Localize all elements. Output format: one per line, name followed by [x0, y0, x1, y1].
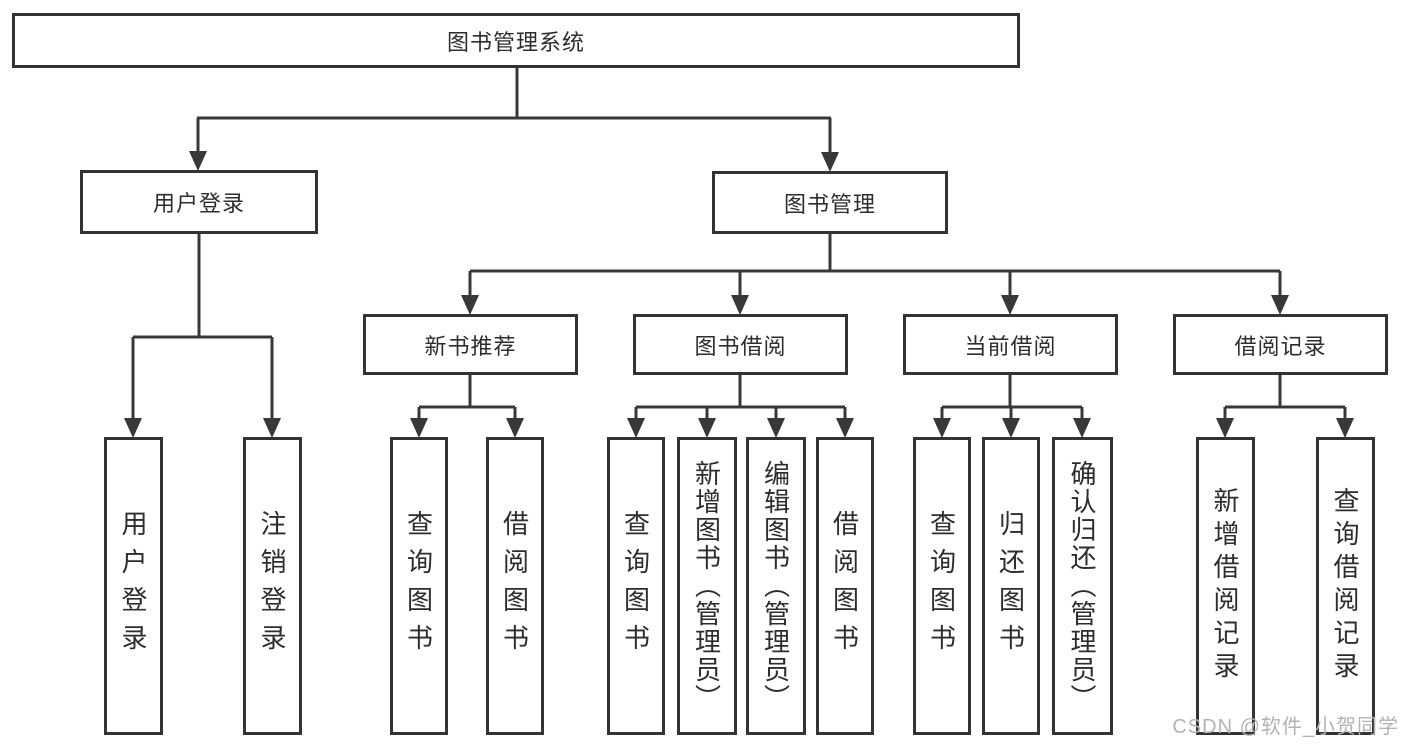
node-label: 注销登录: [257, 510, 287, 662]
leaf-return-books: 归还图书: [982, 437, 1040, 735]
node-label: 查询借阅记录: [1330, 487, 1360, 685]
node-label: 新增借阅记录: [1210, 487, 1240, 685]
csdn-watermark: CSDN @软件_小贺同学: [1172, 716, 1399, 738]
node-user-login: 用户登录: [80, 170, 318, 234]
node-label: 查询图书: [403, 510, 434, 662]
leaf-query-borrow-record: 查询借阅记录: [1316, 437, 1375, 735]
leaf-borrow-books-recommend: 借阅图书: [486, 437, 544, 735]
node-label: 用户登录: [118, 510, 148, 662]
leaf-add-book-admin: 新增图书（管理员）: [677, 437, 737, 735]
leaf-edit-book-admin: 编辑图书（管理员）: [746, 437, 806, 735]
node-label: 编辑图书（管理员）: [760, 460, 791, 712]
node-borrowing-records: 借阅记录: [1173, 314, 1388, 375]
node-label: 确认归还（管理员）: [1067, 460, 1097, 712]
node-label: 图书借阅: [694, 333, 787, 359]
node-label: 借阅记录: [1234, 333, 1327, 359]
node-label: 图书管理系统: [446, 29, 585, 55]
node-label: 当前借阅: [964, 333, 1057, 359]
node-label: 借阅图书: [499, 510, 530, 662]
leaf-borrow-books: 借阅图书: [816, 437, 874, 735]
node-new-book-recommendation: 新书推荐: [363, 314, 578, 375]
node-book-management: 图书管理: [712, 171, 948, 234]
node-label: 新书推荐: [424, 333, 517, 359]
leaf-add-borrow-record: 新增借阅记录: [1196, 437, 1255, 735]
node-label: 借阅图书: [829, 510, 860, 662]
leaf-query-books-borrowing: 查询图书: [607, 437, 665, 735]
leaf-confirm-return-admin: 确认归还（管理员）: [1052, 437, 1113, 735]
node-library-system: 图书管理系统: [12, 13, 1020, 68]
node-current-borrowing: 当前借阅: [903, 314, 1118, 375]
leaf-user-login: 用户登录: [104, 437, 163, 735]
connector-lines: [131, 68, 1347, 421]
leaf-logout: 注销登录: [243, 437, 302, 735]
node-label: 新增图书（管理员）: [691, 460, 722, 712]
node-label: 用户登录: [152, 191, 245, 216]
leaf-query-books-current: 查询图书: [913, 437, 971, 735]
node-label: 归还图书: [995, 510, 1026, 662]
node-label: 查询图书: [620, 510, 651, 662]
node-book-borrowing: 图书借阅: [633, 314, 848, 375]
leaf-query-books-recommend: 查询图书: [390, 437, 448, 735]
node-label: 查询图书: [926, 510, 957, 662]
node-label: 图书管理: [783, 191, 876, 217]
